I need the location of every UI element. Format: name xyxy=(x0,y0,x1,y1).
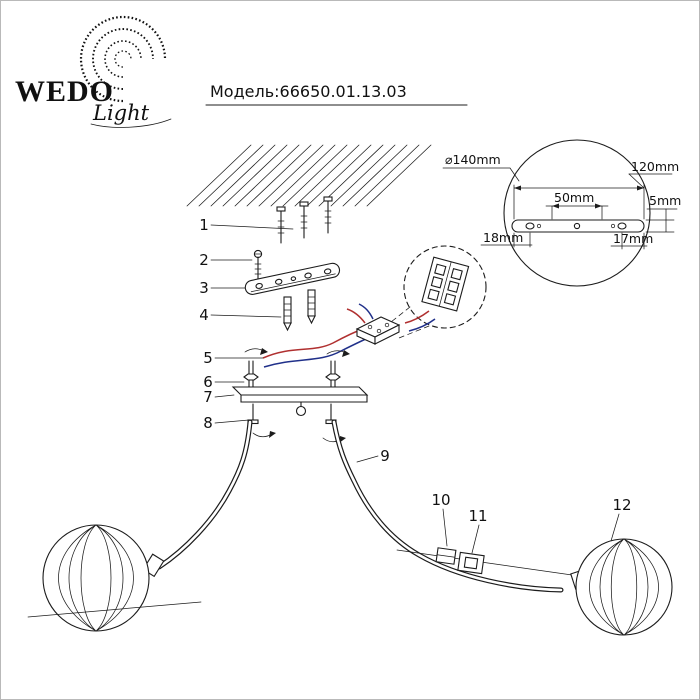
right-arm xyxy=(331,419,564,593)
dim-canopy-diameter: ⌀140mm xyxy=(445,152,501,167)
right-shade xyxy=(570,538,673,636)
ceiling-hatch xyxy=(186,144,432,207)
mounting-bar xyxy=(231,386,369,417)
logo-swirl-icon xyxy=(114,50,132,68)
brand-tagline: Light xyxy=(92,101,150,125)
left-shade xyxy=(42,524,165,632)
dim-plate-length: 120mm xyxy=(631,159,679,174)
baseline-line xyxy=(27,601,202,618)
part-label-10: 10 xyxy=(431,491,450,509)
mounting-strip xyxy=(244,262,341,295)
model-label: Модель:66650.01.13.03 xyxy=(210,82,407,101)
locking-nuts xyxy=(243,373,341,381)
dim-plate-thickness: 5mm xyxy=(649,193,681,208)
leader-lines xyxy=(210,224,620,554)
part-label-6: 6 xyxy=(203,373,213,391)
part-label-8: 8 xyxy=(203,414,213,432)
left-arm xyxy=(156,419,253,570)
part-label-9: 9 xyxy=(380,447,390,465)
logo-swirl-icon xyxy=(104,40,142,78)
wall-plugs xyxy=(283,289,316,332)
part-label-11: 11 xyxy=(468,507,487,525)
part-label-1: 1 xyxy=(199,216,209,234)
terminal-block xyxy=(355,316,401,345)
bracket-detail-callout xyxy=(442,139,678,287)
brand-logo: WEDO Light xyxy=(15,15,172,128)
dim-hole-spacing: 50mm xyxy=(554,190,594,205)
dim-right-hole-offset: 17mm xyxy=(613,231,653,246)
mounting-screws xyxy=(276,196,333,244)
canopy-screw xyxy=(253,249,263,280)
part-label-5: 5 xyxy=(203,349,213,367)
part-label-7: 7 xyxy=(203,388,213,406)
rotation-arrows-bottom xyxy=(252,431,346,443)
part-label-4: 4 xyxy=(199,306,209,324)
dim-left-hole-offset: 18mm xyxy=(483,230,523,245)
part-label-12: 12 xyxy=(612,496,631,514)
lamp-holder-ring xyxy=(435,547,457,565)
lamp-socket xyxy=(457,551,485,575)
logo-swirl-icon xyxy=(79,15,167,103)
rotation-arrows-top xyxy=(244,348,350,357)
threaded-posts xyxy=(248,360,336,388)
part-label-3: 3 xyxy=(199,279,209,297)
logo-swirl-icon xyxy=(92,28,154,90)
terminal-detail-callout xyxy=(390,245,487,339)
cover-screws xyxy=(247,403,337,425)
brand-name: WEDO xyxy=(15,75,114,108)
part-label-2: 2 xyxy=(199,251,209,269)
logo-flourish xyxy=(90,118,172,128)
